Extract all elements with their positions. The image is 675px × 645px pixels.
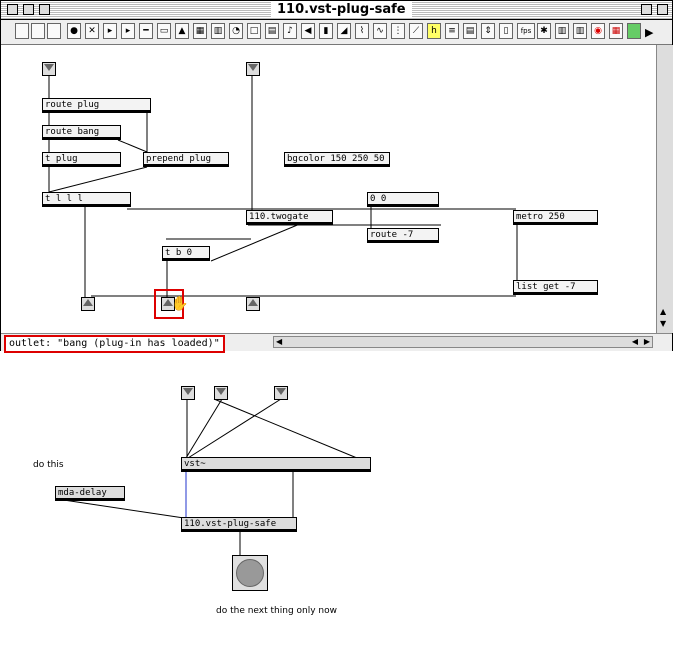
kslider-icon[interactable]: ▥ <box>211 23 225 39</box>
trigger-b0-object[interactable]: t b 0 <box>162 246 210 261</box>
route-plug-object[interactable]: route plug <box>42 98 151 113</box>
close-box[interactable] <box>7 4 18 15</box>
comment-icon[interactable] <box>47 23 61 39</box>
prepend-plug-object[interactable]: prepend plug <box>143 152 229 167</box>
object-box-icon[interactable] <box>15 23 29 39</box>
toggle-icon[interactable]: ✕ <box>85 23 99 39</box>
highlight-box <box>154 289 184 319</box>
scroll-right-arrow-icon[interactable]: ▶ <box>643 337 650 346</box>
mda-delay-message[interactable]: mda-delay <box>55 486 125 501</box>
hint-icon[interactable]: h <box>427 23 441 39</box>
horizontal-scrollbar[interactable]: ◀ ◀ ▶ <box>273 336 653 348</box>
collapse-right-box[interactable] <box>657 4 668 15</box>
scroll-left2-arrow-icon[interactable]: ◀ <box>631 337 638 346</box>
collapse-box[interactable] <box>23 4 34 15</box>
twogate-object[interactable]: 110.twogate <box>246 210 333 225</box>
vertical-scrollbar[interactable]: ▼ ▲ <box>656 45 673 333</box>
scroll-down-arrow-icon[interactable]: ▼ <box>660 319 667 328</box>
status-bar: outlet: "bang (plug-in has loaded)" ◀ ◀ … <box>1 333 672 353</box>
do-this-comment: do this <box>33 460 64 470</box>
patcher-window: 110.vst-plug-safe ● ✕ ▸ ▸ ━ ▭ ▲ ▦ ▥ ◔ □ … <box>0 0 673 353</box>
matrix-icon[interactable]: ▦ <box>193 23 207 39</box>
outlet-right[interactable] <box>246 297 260 311</box>
list-icon[interactable]: ≡ <box>445 23 459 39</box>
pointer-hand-icon: ✋ <box>171 296 189 312</box>
jitter-icon[interactable]: ✱ <box>537 23 551 39</box>
menu-icon[interactable]: ▤ <box>463 23 477 39</box>
bang-button[interactable] <box>232 555 268 591</box>
waveform-icon[interactable]: ∿ <box>373 23 387 39</box>
scroll-up-arrow-icon[interactable]: ▲ <box>660 307 667 316</box>
grid-icon[interactable]: ⋮ <box>391 23 405 39</box>
inlet-icon[interactable]: ▭ <box>157 23 171 39</box>
stepper-icon[interactable]: ⇕ <box>481 23 495 39</box>
bgcolor-message[interactable]: bgcolor 150 250 50 <box>284 152 390 167</box>
lcd-icon[interactable]: ▤ <box>265 23 279 39</box>
dial-icon[interactable]: ◔ <box>229 23 243 39</box>
float-box-icon[interactable]: ▸ <box>121 23 135 39</box>
route-minus7-object[interactable]: route -7 <box>367 228 439 243</box>
scope-icon[interactable]: ⌇ <box>355 23 369 39</box>
speaker-icon[interactable]: ◀ <box>301 23 315 39</box>
function-icon[interactable]: ⟋ <box>409 23 423 39</box>
patch-cords <box>48 76 518 297</box>
multislider-icon[interactable]: ▯ <box>499 23 513 39</box>
lower-inlet-1[interactable] <box>181 386 195 400</box>
metro-object[interactable]: metro 250 <box>513 210 598 225</box>
panel-icon[interactable]: □ <box>247 23 261 39</box>
zero-zero-message[interactable]: 0 0 <box>367 192 439 207</box>
slider-icon[interactable]: ━ <box>139 23 153 39</box>
zoom-box[interactable] <box>39 4 50 15</box>
list-get-object[interactable]: list get -7 <box>513 280 598 295</box>
outlet-middle[interactable] <box>161 297 175 311</box>
mic-icon[interactable]: ♪ <box>283 23 297 39</box>
inlet-left[interactable] <box>42 62 56 76</box>
keyboard-icon[interactable]: ▥ <box>555 23 569 39</box>
inlet-right[interactable] <box>246 62 260 76</box>
vst-plug-safe-object[interactable]: 110.vst-plug-safe <box>181 517 297 532</box>
assist-status-text: outlet: "bang (plug-in has loaded)" <box>4 335 225 353</box>
lower-inlet-2[interactable] <box>214 386 228 400</box>
number-box-icon[interactable]: ▸ <box>103 23 117 39</box>
route-bang-object[interactable]: route bang <box>42 125 121 140</box>
window-title: 110.vst-plug-safe <box>271 2 412 18</box>
message-box-icon[interactable] <box>31 23 45 39</box>
gain-icon[interactable]: ◢ <box>337 23 351 39</box>
object-palette: ● ✕ ▸ ▸ ━ ▭ ▲ ▦ ▥ ◔ □ ▤ ♪ ◀ ▮ ◢ ⌇ ∿ ⋮ ⟋ … <box>1 20 672 45</box>
trigger-lll-object[interactable]: t l l l <box>42 192 131 207</box>
t-plug-object[interactable]: t plug <box>42 152 121 167</box>
palette-more-icon[interactable]: ▶ <box>645 26 654 39</box>
patch-canvas[interactable]: route plug route bang t plug prepend plu… <box>1 45 656 333</box>
outlet-left[interactable] <box>81 297 95 311</box>
zoom-right-box[interactable] <box>641 4 652 15</box>
lower-inlet-3[interactable] <box>274 386 288 400</box>
bang-circle-icon <box>236 559 264 587</box>
pattern-icon[interactable]: ▦ <box>609 23 623 39</box>
fps-icon[interactable]: fps <box>517 23 535 39</box>
next-thing-comment: do the next thing only now <box>216 606 337 616</box>
color-icon[interactable] <box>627 23 641 39</box>
piano-icon[interactable]: ▥ <box>573 23 587 39</box>
record-icon[interactable]: ◉ <box>591 23 605 39</box>
scroll-left-arrow-icon[interactable]: ◀ <box>276 337 283 346</box>
vst-object[interactable]: vst~ <box>181 457 371 472</box>
title-bar[interactable]: 110.vst-plug-safe <box>1 1 672 20</box>
button-icon[interactable]: ● <box>67 23 81 39</box>
outlet-icon[interactable]: ▲ <box>175 23 189 39</box>
meter-icon[interactable]: ▮ <box>319 23 333 39</box>
